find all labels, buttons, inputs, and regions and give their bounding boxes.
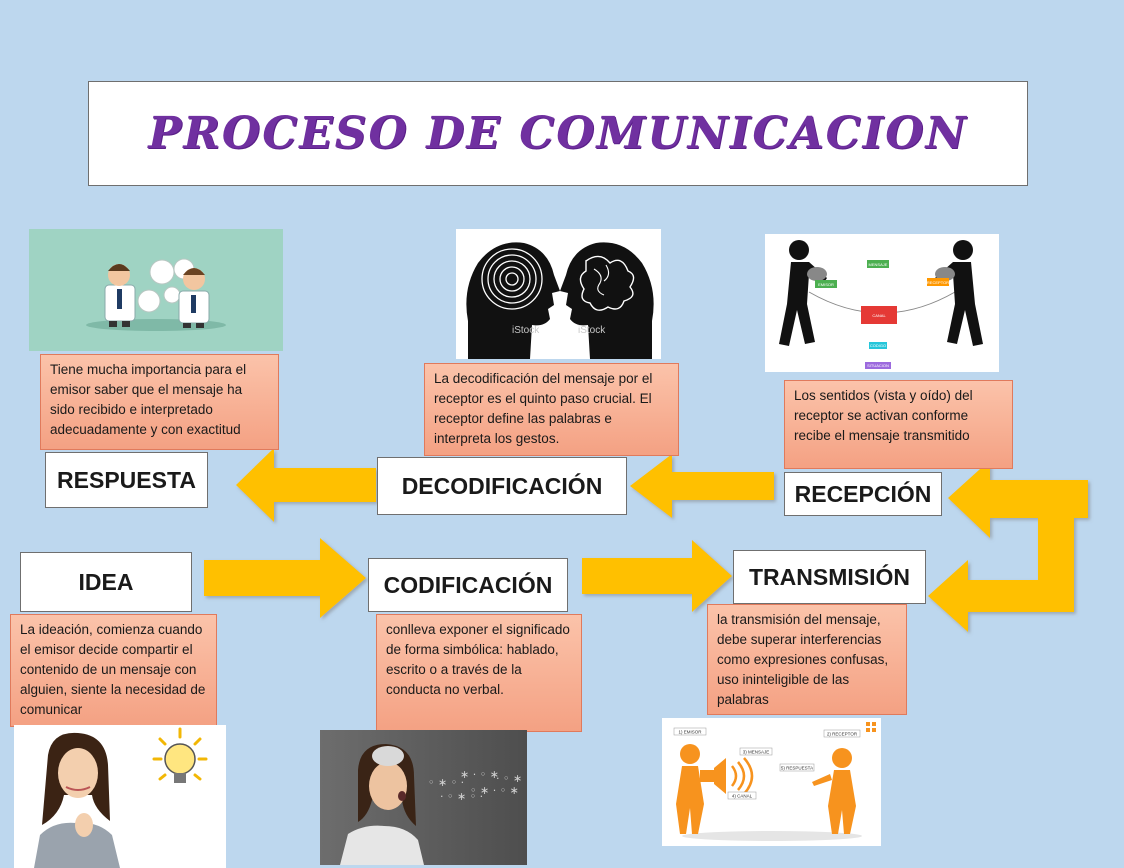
respuesta-image [29,229,283,351]
stage-respuesta: RESPUESTA [45,452,208,508]
stage-idea: IDEA [20,552,192,612]
transmision-label-receptor: 2) RECEPTOR [827,732,858,737]
transmision-label-canal: 4) CANAL [732,794,753,799]
recepcion-label-canal: CANAL [872,313,886,318]
title-box: PROCESO DE COMUNICACION [88,81,1028,186]
decodificacion-image: iStock iStock [456,229,661,359]
codificacion-description: conlleva exponer el significado de forma… [376,614,582,732]
watermark-left: iStock [512,325,540,336]
transmision-description: la transmisión del mensaje, debe superar… [707,604,907,715]
transmision-label-respuesta: 5) RESPUESTA [781,766,813,771]
stage-decodificacion: DECODIFICACIÓN [377,457,627,515]
stage-transmision: TRANSMISIÓN [733,550,926,604]
recepcion-label-emisor: EMISOR [818,282,834,287]
svg-text:∗ · ◦ ∗: ∗ · ◦ ∗ [460,768,499,781]
arrow-decodificacion-to-respuesta [236,448,376,522]
transmision-label-emisor: 1) EMISOR [678,730,702,735]
recepcion-label-receptor: RECEPTOR [927,280,949,285]
idea-description: La ideación, comienza cuando el emisor d… [10,614,217,727]
recepcion-description: Los sentidos (vista y oído) del receptor… [784,380,1013,469]
page-title: PROCESO DE COMUNICACION [148,108,968,159]
transmision-label-mensaje: 3) MENSAJE [743,750,770,755]
svg-text:· ◦ ∗: · ◦ ∗ [496,772,522,785]
recepcion-label-codigo: CODIGO [870,343,886,348]
svg-text:· ◦ ∗ ◦ ·: · ◦ ∗ ◦ · [440,790,483,803]
respuesta-description: Tiene mucha importancia para el emisor s… [40,354,279,450]
recepcion-label-situacion: SITUACION [867,363,889,368]
transmision-image: 1) EMISOR 2) RECEPTOR 3) MENSAJE 5) RESP… [662,718,881,846]
codificacion-image: ◦ ∗ ◦ · · ◦ ∗ ◦ · ∗ · ◦ ∗ ◦ ∗ · ◦ ∗ · ◦ … [320,730,527,865]
recepcion-image: MENSAJE EMISOR RECEPTOR CANAL CODIGO SIT… [765,234,999,372]
recepcion-label-mensaje: MENSAJE [869,262,888,267]
stage-recepcion: RECEPCIÓN [784,472,942,516]
stage-codificacion: CODIFICACIÓN [368,558,568,612]
arrow-idea-to-codificacion [204,538,366,618]
decodificacion-description: La decodificación del mensaje por el rec… [424,363,679,456]
arrow-transmision-to-recepcion [928,460,1088,632]
arrow-recepcion-to-decodificacion [630,454,774,518]
idea-image [14,725,226,868]
svg-text:◦ ∗ ◦ ·: ◦ ∗ ◦ · [428,776,464,789]
arrow-codificacion-to-transmision [582,540,732,612]
watermark-right: iStock [578,325,606,336]
svg-text:◦ ∗ · ◦ ∗: ◦ ∗ · ◦ ∗ [470,784,519,797]
